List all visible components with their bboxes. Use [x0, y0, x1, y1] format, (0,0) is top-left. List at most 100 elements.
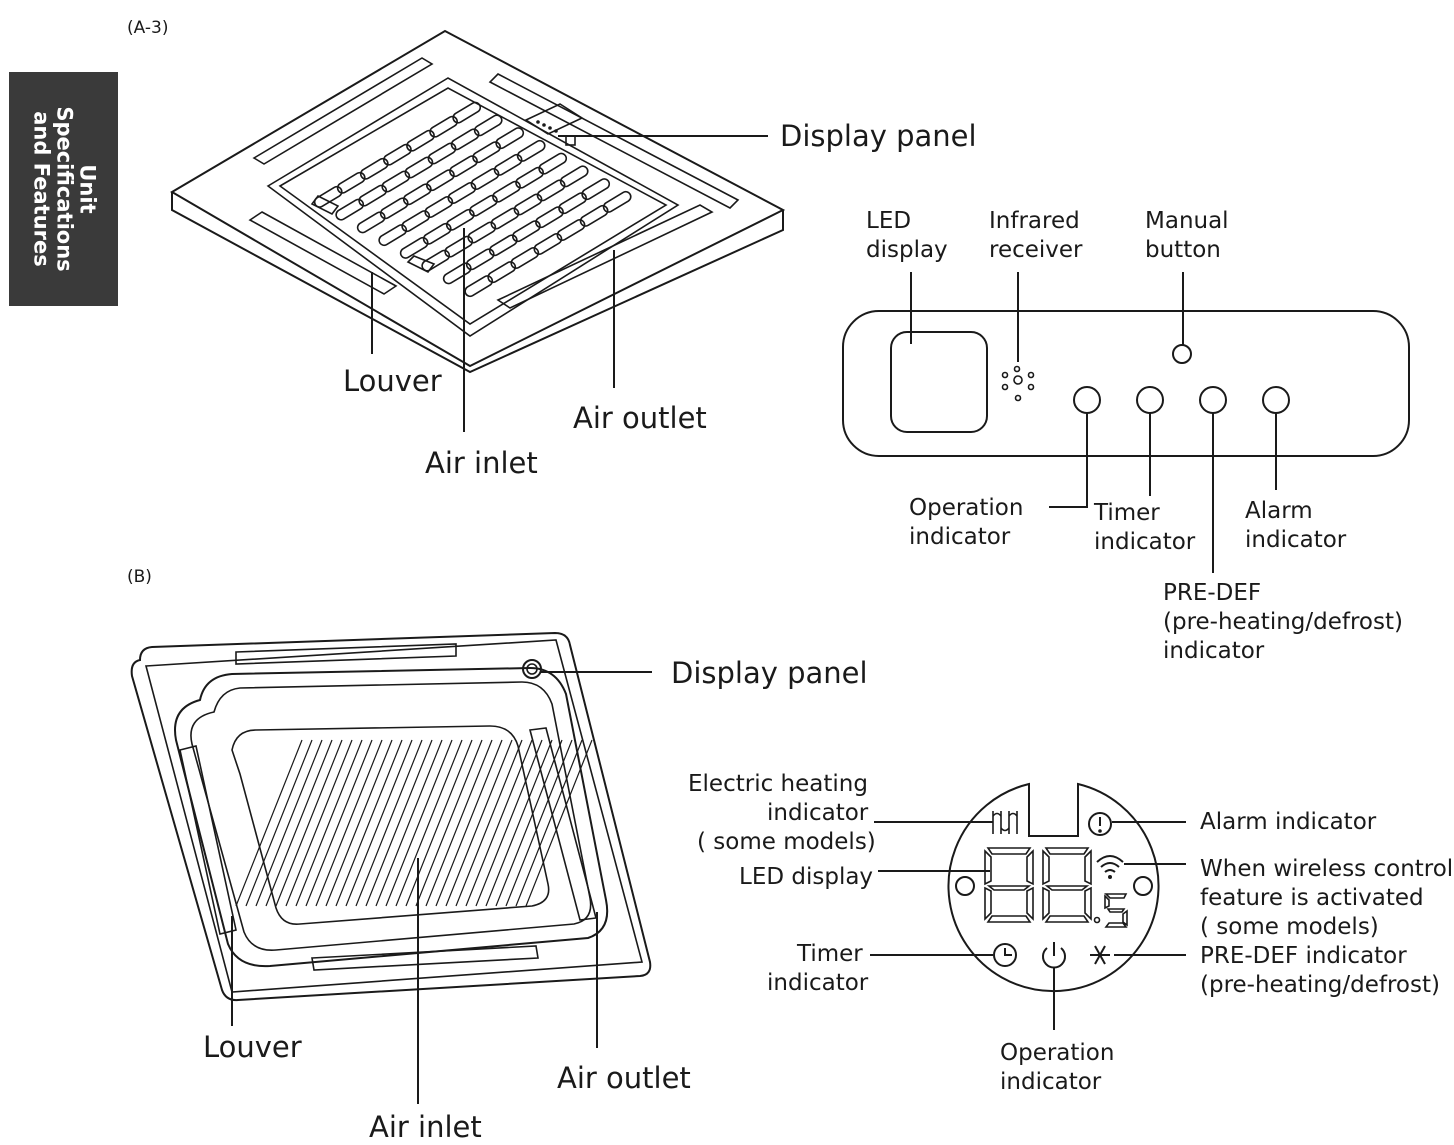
alarm-indicator-light [1262, 386, 1290, 414]
label-alarm-b: Alarm indicator [1200, 809, 1377, 835]
label-operation-a-2: indicator [909, 524, 1011, 550]
small-digit-5 [1104, 893, 1128, 928]
inlet-slot [513, 193, 543, 216]
inlet-slot [313, 185, 343, 208]
timer-icon [993, 943, 1017, 967]
label-manual-2: button [1145, 237, 1221, 263]
inlet-slot [538, 152, 568, 175]
label-louver-a: Louver [343, 364, 442, 398]
inlet-slot [488, 234, 518, 257]
electric-heating-icon [992, 811, 1018, 834]
inlet-hatch-line [485, 739, 553, 907]
inlet-slot [487, 261, 517, 284]
inlet-hatch-line [455, 739, 523, 907]
inlet-hatch-line [475, 739, 543, 907]
display-panel-box-a [524, 103, 584, 146]
inlet-hatch-line [255, 739, 323, 907]
inlet-slot [558, 192, 587, 215]
inlet-slot [426, 169, 455, 192]
inlet-hatch-line [305, 739, 373, 907]
label-electric-heating-2: indicator [767, 800, 869, 826]
inlet-hatch-line [285, 739, 353, 907]
inlet-slot [359, 157, 389, 180]
inlet-slot [378, 224, 408, 247]
predef-indicator-light [1199, 386, 1227, 414]
led-digit-left [984, 847, 1034, 923]
panel-b-left-knob [955, 876, 975, 896]
inlet-slot [404, 156, 434, 179]
inlet-slot [449, 155, 478, 178]
inlet-slot [535, 206, 564, 229]
inlet-slot [512, 220, 541, 243]
inlet-slot [406, 129, 435, 152]
inlet-slot [495, 127, 525, 150]
inlet-slot [427, 142, 457, 165]
label-operation-b-1: Operation [1000, 1040, 1114, 1066]
louver-slot-left [179, 745, 237, 935]
decimal-dot [1093, 916, 1101, 924]
inlet-slot [424, 196, 454, 218]
inlet-slot [421, 249, 451, 272]
label-timer-b-2: indicator [767, 970, 869, 996]
inlet-hatch-line [235, 739, 303, 907]
inlet-slot [579, 204, 609, 227]
label-electric-heating-1: Electric heating [688, 771, 868, 797]
inlet-hatch-line [465, 739, 533, 907]
inlet-slot [515, 166, 544, 189]
inlet-slot [581, 178, 611, 201]
unit-a-drawing [170, 29, 786, 374]
inlet-hatch-line [345, 739, 413, 907]
inlet-slot [556, 219, 586, 241]
inlet-slot [402, 183, 432, 206]
inlet-slot [447, 182, 477, 204]
inlet-hatch-line [375, 739, 443, 907]
inlet-slot [533, 233, 563, 255]
inlet-hatch-line [495, 739, 563, 907]
timer-indicator-light [1136, 386, 1164, 414]
inlet-slot [452, 101, 482, 124]
section-a-tag: (A-3) [127, 18, 168, 38]
inlet-slot [464, 275, 494, 298]
inlet-hatch-line [435, 739, 503, 907]
label-timer-b-1: Timer [796, 941, 863, 967]
inlet-hatch-line [425, 739, 493, 907]
power-icon [1042, 942, 1066, 969]
inlet-slot [429, 115, 458, 138]
inlet-slot [536, 179, 566, 202]
label-infrared-2: receiver [989, 237, 1083, 263]
inlet-hatch-line [415, 739, 483, 907]
inlet-slot [492, 180, 521, 203]
inlet-hatch-line [515, 739, 583, 907]
air-inlet-grille-a [313, 101, 632, 298]
label-alarm-a-2: indicator [1245, 527, 1347, 553]
louver-slot-bottom [311, 945, 539, 971]
inlet-hatch-line [265, 739, 333, 907]
inlet-slot [602, 190, 632, 213]
inlet-slot [470, 168, 500, 190]
inlet-slot [442, 262, 472, 285]
inlet-slot [493, 153, 523, 176]
inlet-slot [383, 143, 412, 166]
label-predef-a-1: PRE-DEF [1163, 580, 1261, 606]
label-operation-a-1: Operation [909, 495, 1023, 521]
inlet-slot [473, 114, 503, 137]
inlet-hatch-line [295, 739, 363, 907]
label-display-panel-b: Display panel [671, 656, 868, 690]
label-wireless-3: ( some models) [1200, 914, 1379, 940]
inlet-slot [401, 210, 431, 233]
label-display-panel-a: Display panel [780, 119, 977, 153]
label-predef-a-2: (pre-heating/defrost) [1163, 609, 1403, 635]
label-air-inlet-a: Air inlet [425, 446, 538, 480]
label-air-inlet-b: Air inlet [369, 1110, 482, 1144]
label-timer-a-2: indicator [1094, 529, 1196, 555]
inlet-hatch-line [245, 739, 313, 907]
manual-button [1172, 344, 1192, 364]
inlet-hatch-line [325, 739, 393, 907]
display-panel-b-enlarged [947, 782, 1160, 993]
inlet-slot [422, 222, 452, 245]
label-electric-heating-3: ( some models) [697, 829, 876, 855]
inlet-hatch-line [355, 739, 423, 907]
inlet-slot [510, 247, 540, 269]
label-led-display-a-2: display [866, 237, 948, 263]
inlet-hatch-line [525, 739, 593, 907]
